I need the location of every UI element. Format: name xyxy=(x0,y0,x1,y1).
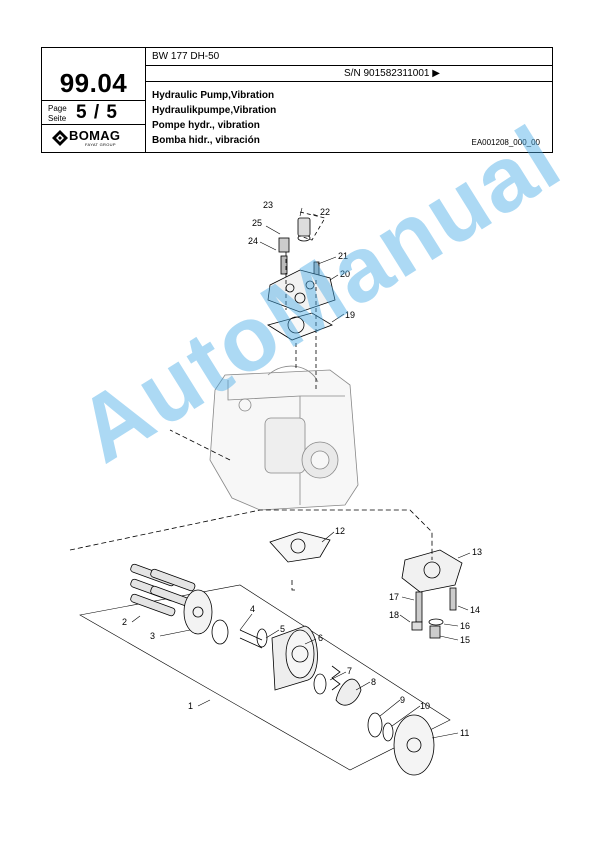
callout: 5 xyxy=(280,624,285,634)
callout: 8 xyxy=(371,677,376,687)
base-plate-and-cover xyxy=(269,531,463,639)
serial-number: S/N 901582311001 ▶ xyxy=(344,68,440,79)
title-block-left: 99.04 Page Seite 5 / 5 BOMAG FAYAT GROUP xyxy=(42,48,146,152)
callout: 12 xyxy=(335,526,345,536)
callout: 24 xyxy=(248,236,258,246)
callout: 9 xyxy=(400,695,405,705)
title-de: Hydraulikpumpe,Vibration xyxy=(152,105,277,116)
callout: 17 xyxy=(389,592,399,602)
title-block: 99.04 Page Seite 5 / 5 BOMAG FAYAT GROUP… xyxy=(41,47,553,153)
pump-housing xyxy=(209,365,359,511)
cover-assembly xyxy=(267,217,336,341)
callout: 16 xyxy=(460,621,470,631)
page-number: 5 / 5 xyxy=(76,102,118,123)
divider xyxy=(42,124,145,125)
title-en: Hydraulic Pump,Vibration xyxy=(152,90,275,101)
callout: 22 xyxy=(320,207,330,217)
bomag-logo: BOMAG FAYAT GROUP xyxy=(52,128,142,150)
dash-lines-top xyxy=(285,211,326,390)
callout: 7 xyxy=(347,666,352,676)
exploded-view-diagram: 23 22 25 24 21 20 19 12 13 17 18 14 16 1… xyxy=(69,200,482,776)
callout: 3 xyxy=(150,631,155,641)
callout: 25 xyxy=(252,218,262,228)
brand-subtitle: FAYAT GROUP xyxy=(85,142,116,147)
part-titles: Hydraulic Pump,Vibration Hydraulikpumpe,… xyxy=(152,88,276,148)
callouts: 23 22 25 24 21 20 19 12 13 17 18 14 16 1… xyxy=(122,200,482,738)
callout: 1 xyxy=(188,701,193,711)
bomag-diamond-icon xyxy=(52,130,68,146)
model-label: BW 177 DH-50 xyxy=(152,51,220,62)
callout: 18 xyxy=(389,610,399,620)
callout: 13 xyxy=(472,547,482,557)
callout: 15 xyxy=(460,635,470,645)
page-label-en: Page xyxy=(48,104,67,113)
section-number: 99.04 xyxy=(59,68,128,98)
callout: 20 xyxy=(340,269,350,279)
document-reference: EA001208_000_00 xyxy=(471,138,540,147)
callout: 21 xyxy=(338,251,348,261)
page-label: Page Seite xyxy=(48,104,67,124)
callout: 2 xyxy=(122,617,127,627)
callout: 23 xyxy=(263,200,273,210)
callout: 4 xyxy=(250,604,255,614)
callout: 6 xyxy=(318,633,323,643)
divider xyxy=(145,65,553,66)
callout: 19 xyxy=(345,310,355,320)
page-label-de: Seite xyxy=(48,114,67,123)
callout: 10 xyxy=(420,701,430,711)
title-fr: Pompe hydr., vibration xyxy=(152,120,260,131)
divider xyxy=(145,81,553,82)
brand-name: BOMAG xyxy=(69,128,121,143)
callout: 14 xyxy=(470,605,480,615)
leader-lines xyxy=(131,207,471,739)
title-es: Bomba hidr., vibración xyxy=(152,135,260,146)
divider xyxy=(42,100,145,101)
rotating-group xyxy=(79,563,451,776)
dash-lines-bottom xyxy=(69,429,433,591)
callout: 11 xyxy=(460,728,469,738)
